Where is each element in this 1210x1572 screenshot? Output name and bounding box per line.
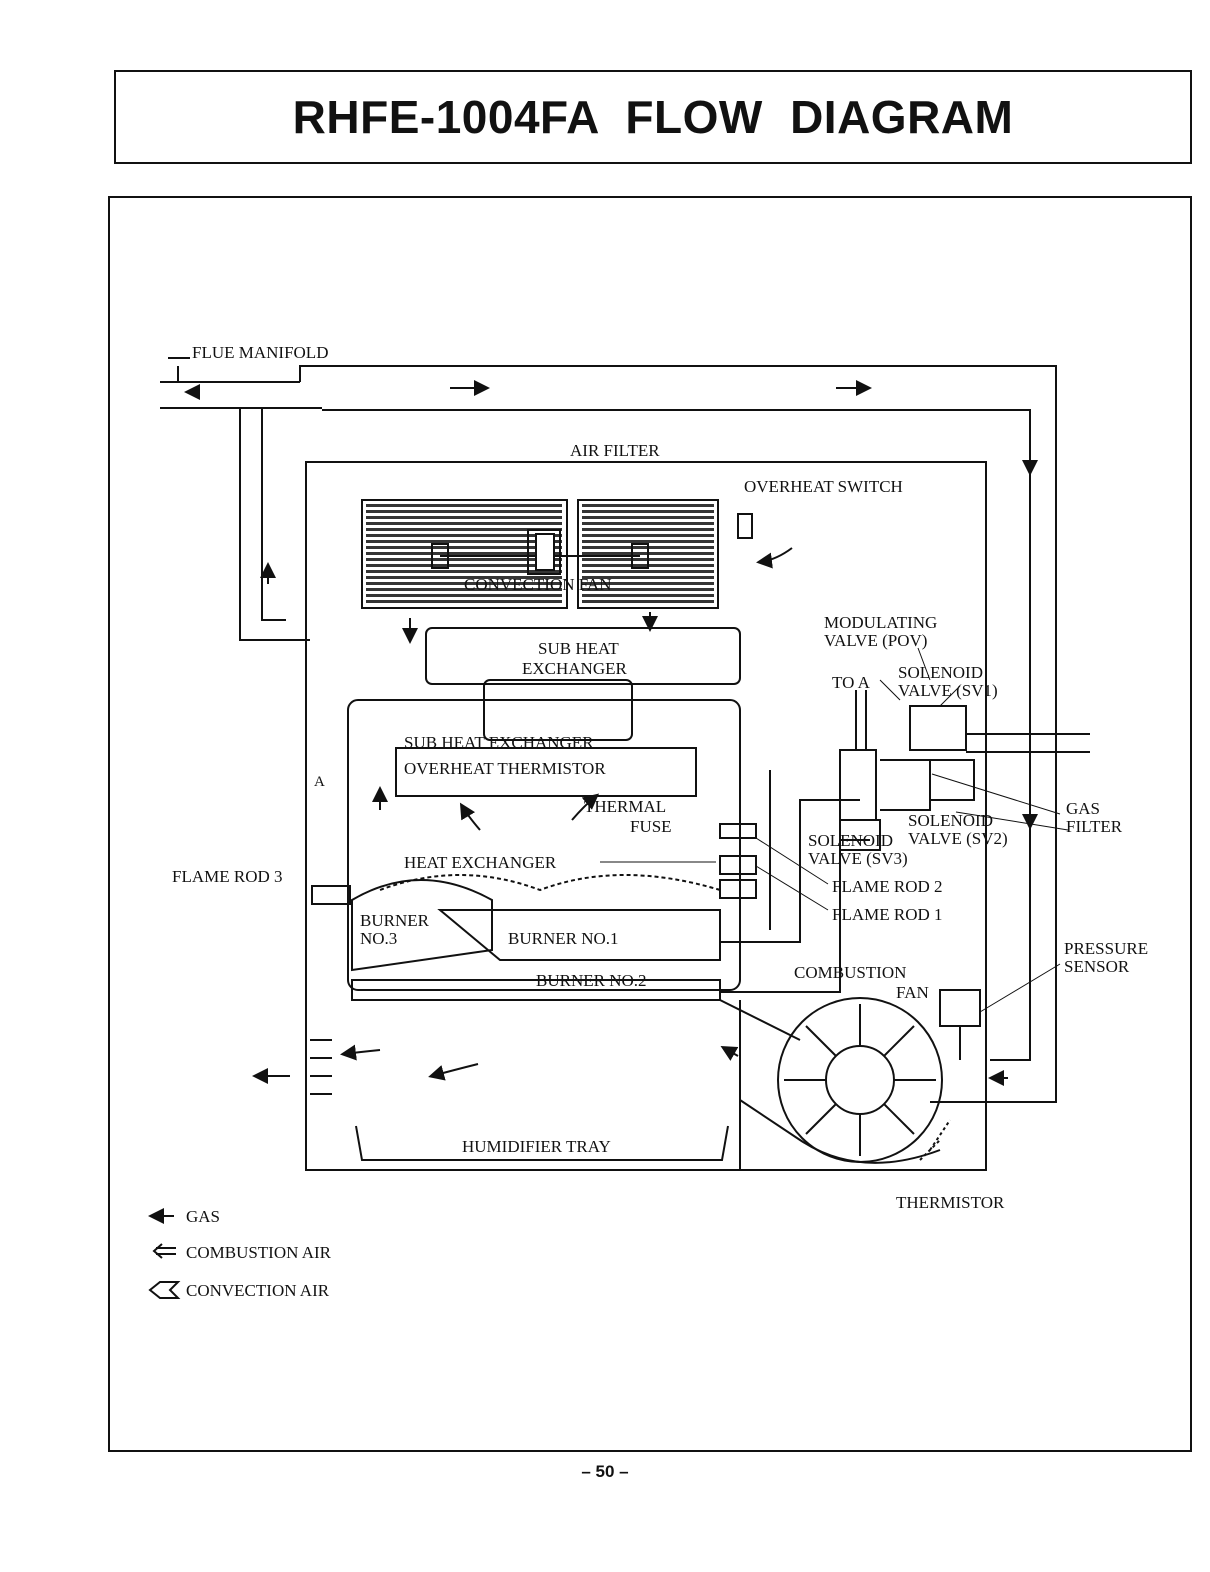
label-flame-rod-1: FLAME ROD 1: [832, 905, 943, 924]
humidifier-tray: [355, 1125, 729, 1161]
flue-manifold: [160, 381, 322, 641]
legend: GAS COMBUSTION AIR CONVECTION AIR: [148, 1207, 332, 1300]
modulating-valve: [839, 749, 877, 821]
label-solenoid-sv1-1: SOLENOID: [898, 663, 983, 682]
title-box: RHFE-1004FA FLOW DIAGRAM: [114, 70, 1192, 164]
label-thermal-fuse-1: THERMAL: [584, 797, 666, 816]
legend-convection-air-label: CONVECTION AIR: [186, 1281, 330, 1300]
flame-rod-2: [719, 855, 757, 875]
label-flame-rod-3: FLAME ROD 3: [172, 867, 283, 886]
label-flue-manifold: FLUE MANIFOLD: [192, 343, 328, 362]
page-number: – 50 –: [581, 1462, 629, 1481]
burner-no3: [351, 879, 493, 972]
label-overheat-switch: OVERHEAT SWITCH: [744, 477, 903, 496]
overheat-switch: [737, 513, 753, 539]
label-solenoid-sv2-1: SOLENOID: [908, 811, 993, 830]
sub-heat-exchanger: [425, 627, 741, 685]
flame-rod-3: [311, 885, 351, 905]
label-burner-no1: BURNER NO.1: [508, 929, 619, 948]
label-solenoid-sv2-2: VALVE (SV2): [908, 829, 1008, 848]
label-marker-a: A: [314, 774, 325, 790]
convection-fan-left: [361, 499, 568, 609]
legend-combustion-air-label: COMBUSTION AIR: [186, 1243, 332, 1262]
convection-fan-right: [577, 499, 719, 609]
page-title: RHFE-1004FA FLOW DIAGRAM: [292, 91, 1014, 143]
solenoid-valve-sv3: [839, 819, 881, 851]
label-solenoid-sv3-2: VALVE (SV3): [808, 849, 908, 868]
pressure-sensor: [939, 989, 981, 1027]
label-modulating-valve-2: VALVE (POV): [824, 631, 927, 650]
outer-duct: [299, 365, 1057, 1103]
label-burner-no3-1: BURNER: [360, 911, 430, 930]
label-burner-no2: BURNER NO.2: [536, 971, 647, 990]
legend-gas-label: GAS: [186, 1207, 220, 1226]
burner-no1: [437, 909, 721, 961]
label-solenoid-sv3-1: SOLENOID: [808, 831, 893, 850]
label-flame-rod-2: FLAME ROD 2: [832, 877, 943, 896]
label-burner-no3-2: NO.3: [360, 929, 397, 948]
louvers: [310, 1039, 332, 1095]
label-heat-exchanger: HEAT EXCHANGER: [404, 853, 557, 872]
label-sub-heat-overheat-2: OVERHEAT THERMISTOR: [404, 759, 606, 778]
legend-convection-air-icon: [148, 1281, 181, 1299]
heat-exchanger: [347, 699, 741, 991]
legend-combustion-air-icon: [152, 1243, 176, 1259]
diagram-frame: [108, 196, 1192, 1452]
label-sub-heat-overheat-1: SUB HEAT EXCHANGER: [404, 733, 594, 752]
gas-inlet-pipe: [966, 733, 1090, 753]
label-combustion-fan-1: COMBUSTION: [794, 963, 906, 982]
label-gas-filter-1: GAS: [1066, 799, 1100, 818]
label-sub-heat-1: SUB HEAT: [538, 639, 619, 658]
label-humidifier-tray: HUMIDIFIER TRAY: [462, 1137, 611, 1156]
thermistor: [919, 1119, 951, 1161]
label-combustion-fan-2: FAN: [896, 983, 929, 1002]
label-sub-heat-2: EXCHANGER: [522, 659, 627, 678]
flame-rod-1: [719, 879, 757, 899]
label-thermistor: THERMISTOR: [896, 1193, 1005, 1212]
label-gas-filter-2: FILTER: [1066, 817, 1123, 836]
solenoid-valve-sv1: [909, 705, 967, 751]
label-thermal-fuse-2: FUSE: [630, 817, 672, 836]
label-solenoid-sv1-2: VALVE (SV1): [898, 681, 998, 700]
label-pressure-sensor-1: PRESSURE: [1064, 939, 1148, 958]
gas-line: [720, 770, 870, 993]
label-convection-fan: CONVECTION FAN: [464, 575, 612, 594]
label-to-a: TO A: [832, 673, 871, 692]
label-modulating-valve-1: MODULATING: [824, 613, 937, 632]
label-air-filter: AIR FILTER: [570, 441, 660, 460]
label-pressure-sensor-2: SENSOR: [1064, 957, 1130, 976]
